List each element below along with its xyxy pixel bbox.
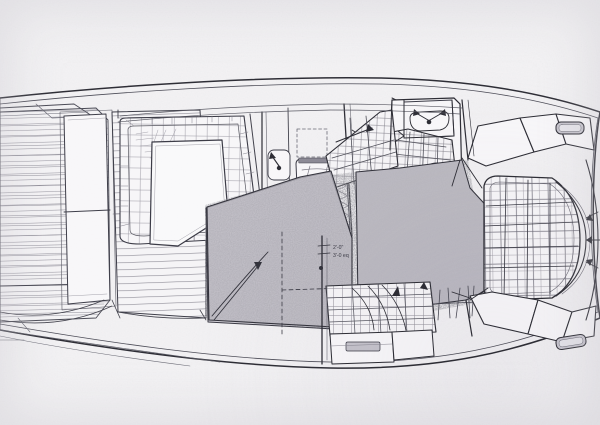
master-vberth <box>483 175 591 301</box>
guest-berth <box>325 281 437 337</box>
dimension-annotation: 2'-0" 3'-0 eq <box>317 244 349 270</box>
cockpit-coaming <box>0 299 207 324</box>
side-deck-lines <box>0 103 463 363</box>
forward-bulkheads <box>451 99 489 337</box>
helm-swing-arrow <box>211 251 269 321</box>
head-vanity <box>403 99 455 139</box>
hull-outline <box>0 77 600 369</box>
bow-joinery <box>467 113 600 351</box>
annotation-note-2: 3'-0 eq <box>333 253 349 259</box>
refrigerator <box>296 128 328 158</box>
salon-carpet-texture <box>206 170 353 329</box>
stern-detail <box>0 317 191 367</box>
guest-cabin-carpet <box>355 159 493 307</box>
upper-frames <box>389 97 461 151</box>
transom-gate <box>59 109 117 311</box>
storage-drawer <box>345 341 381 352</box>
storage-lockers <box>321 235 435 365</box>
galley-sink <box>267 149 291 181</box>
salon-hidden-line <box>281 231 349 335</box>
anchor-locker <box>585 211 600 269</box>
annotation-note-1: 2'-0" <box>333 245 343 251</box>
